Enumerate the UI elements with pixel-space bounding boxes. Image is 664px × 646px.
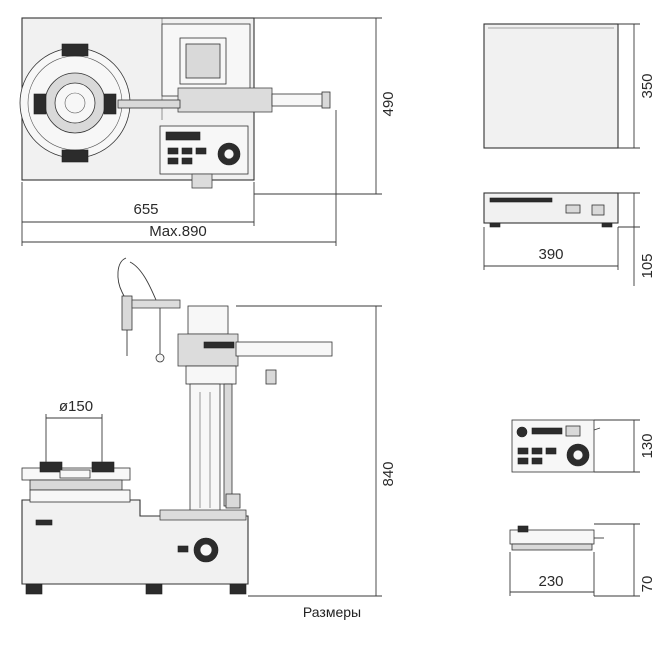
dim-display-width: 390 [538, 246, 563, 263]
dim-controller-width: 230 [538, 573, 563, 590]
display-unit-top [483, 23, 619, 149]
top-view-dimensions [21, 17, 382, 246]
front-view-dimensions [45, 305, 382, 597]
dim-top-height: 490 [380, 91, 397, 116]
controller-side [509, 525, 604, 551]
display-unit-dimensions [483, 23, 640, 286]
controller-dimensions [509, 419, 640, 597]
top-view [19, 17, 331, 189]
dim-display-depth: 105 [639, 253, 656, 278]
horizontal-arm [235, 341, 333, 357]
dim-top-width: 655 [133, 201, 158, 218]
figure-caption: Размеры [302, 604, 362, 620]
machine-base-front [21, 499, 249, 585]
probe-holder [121, 295, 133, 331]
dim-display-height: 350 [639, 73, 656, 98]
column-head [187, 305, 229, 335]
controller-front [511, 419, 601, 473]
dim-table-diameter: ø150 [59, 398, 93, 415]
dim-controller-depth: 70 [639, 576, 656, 593]
column [189, 383, 221, 513]
dim-front-height: 840 [380, 461, 397, 486]
rotary-table-top [19, 43, 131, 163]
control-panel-top [159, 125, 249, 175]
dim-top-max: Max.890 [149, 223, 207, 240]
dim-controller-height: 130 [639, 433, 656, 458]
front-view [21, 257, 333, 595]
display-unit-front [483, 192, 619, 228]
